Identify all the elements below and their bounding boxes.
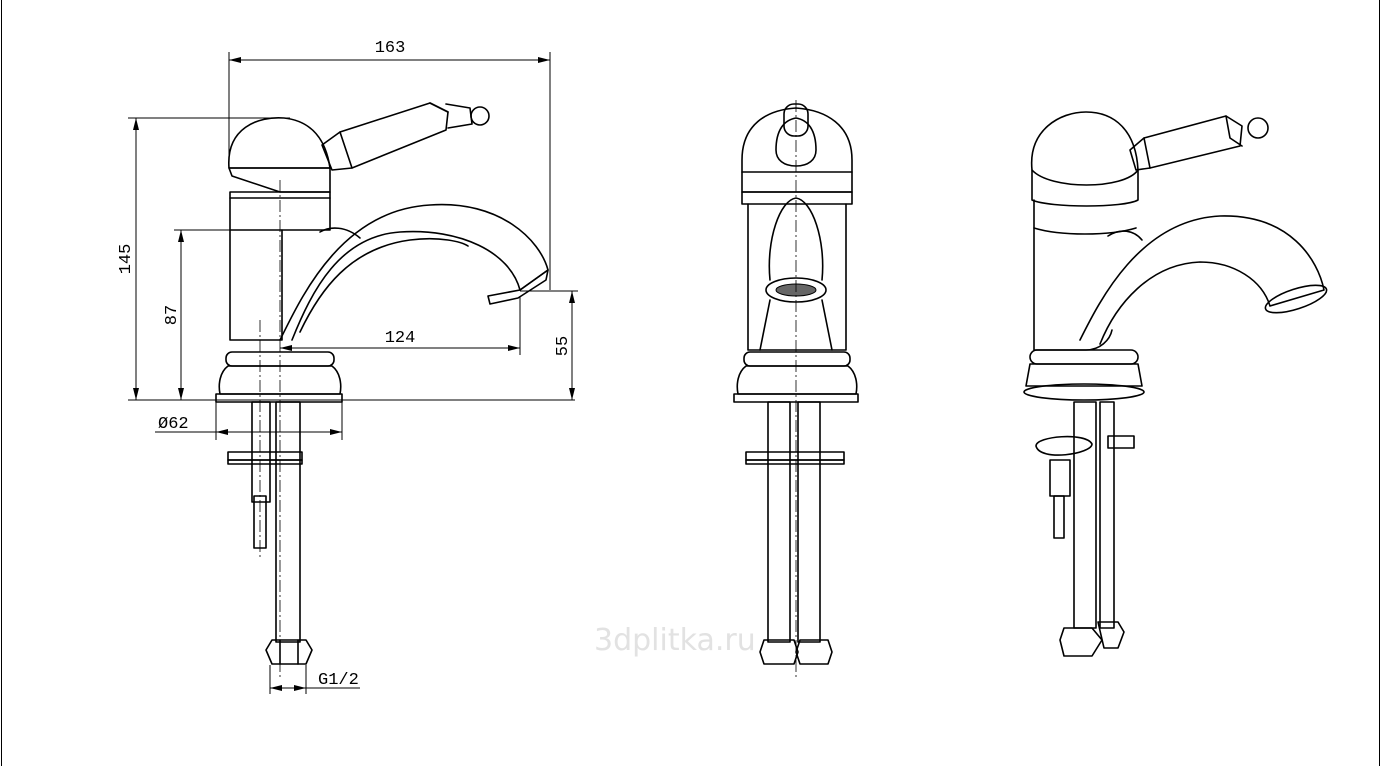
persp-pipe-right bbox=[1099, 401, 1115, 629]
persp-aerator bbox=[1264, 284, 1328, 314]
persp-lever-end bbox=[1225, 115, 1243, 147]
persp-pipe-left bbox=[1073, 401, 1097, 629]
front-spout-line bbox=[759, 299, 771, 351]
persp-body-band bbox=[1033, 227, 1137, 235]
lever-collar bbox=[228, 167, 331, 193]
persp-base-ring bbox=[1029, 349, 1139, 365]
dim-body-height: 87 bbox=[163, 305, 182, 325]
perspective-view bbox=[1023, 111, 1328, 657]
front-hose-nut-right bbox=[795, 639, 833, 665]
front-pipe-right bbox=[797, 401, 821, 643]
mount-washer bbox=[227, 451, 303, 461]
base-plate bbox=[215, 393, 343, 403]
persp-lever-line bbox=[1143, 137, 1151, 169]
lever-collar-line bbox=[339, 131, 353, 169]
persp-collar bbox=[1031, 169, 1139, 207]
spout-outer bbox=[279, 203, 549, 341]
hose-nut bbox=[265, 639, 313, 665]
persp-lever-knob bbox=[1247, 117, 1269, 139]
front-hose-nut-left bbox=[759, 639, 799, 665]
front-band bbox=[741, 191, 853, 205]
front-pipe-left bbox=[767, 401, 791, 643]
spout-inner-line bbox=[299, 237, 469, 333]
dim-total-height: 145 bbox=[117, 244, 136, 275]
watermark-text: 3dplitka.ru bbox=[594, 623, 756, 658]
pipe-right bbox=[275, 401, 301, 643]
persp-hose-nut-left bbox=[1059, 627, 1103, 657]
persp-mount-bracket bbox=[1107, 435, 1135, 449]
persp-body bbox=[1033, 199, 1113, 351]
persp-dome bbox=[1030, 111, 1139, 186]
persp-washer bbox=[1035, 435, 1093, 456]
dim-arrows bbox=[270, 685, 306, 691]
front-spout bbox=[768, 197, 824, 281]
spout-aerator bbox=[487, 269, 549, 305]
front-nut bbox=[745, 459, 845, 465]
front-view bbox=[733, 100, 859, 680]
front-spout-line-2 bbox=[821, 299, 833, 351]
front-base-ring bbox=[743, 351, 851, 367]
lever-handle bbox=[321, 102, 449, 171]
lever-cap bbox=[445, 103, 473, 129]
lever-dome bbox=[228, 117, 331, 169]
side-view: 163 145 87 124 55 Ø62 G1/2 bbox=[117, 39, 578, 694]
front-body bbox=[747, 203, 847, 351]
persp-spout-joint bbox=[1107, 230, 1143, 241]
front-washer bbox=[745, 451, 845, 461]
dim-thread-size: G1/2 bbox=[318, 671, 359, 690]
dim-base-diameter: Ø62 bbox=[158, 415, 189, 434]
persp-rod bbox=[1053, 495, 1065, 539]
dim-spout-height: 55 bbox=[554, 336, 573, 356]
front-base-flange bbox=[736, 365, 858, 395]
persp-lever bbox=[1129, 115, 1243, 171]
spout-joint bbox=[319, 227, 361, 239]
mount-nut bbox=[227, 459, 303, 465]
persp-spout bbox=[1079, 215, 1325, 345]
persp-rod-housing bbox=[1049, 459, 1071, 497]
body-column bbox=[229, 229, 283, 341]
dim-spout-reach: 124 bbox=[385, 329, 416, 348]
dim-arrows bbox=[569, 291, 575, 400]
front-lever-hub bbox=[775, 117, 817, 167]
lever-knob bbox=[470, 106, 490, 126]
dim-total-width: 163 bbox=[375, 39, 406, 58]
persp-hose-nut-right bbox=[1097, 621, 1125, 649]
persp-base-flange bbox=[1025, 363, 1143, 387]
front-dome bbox=[741, 107, 853, 193]
persp-base-plate bbox=[1023, 383, 1145, 401]
lever-end-line bbox=[429, 102, 449, 113]
